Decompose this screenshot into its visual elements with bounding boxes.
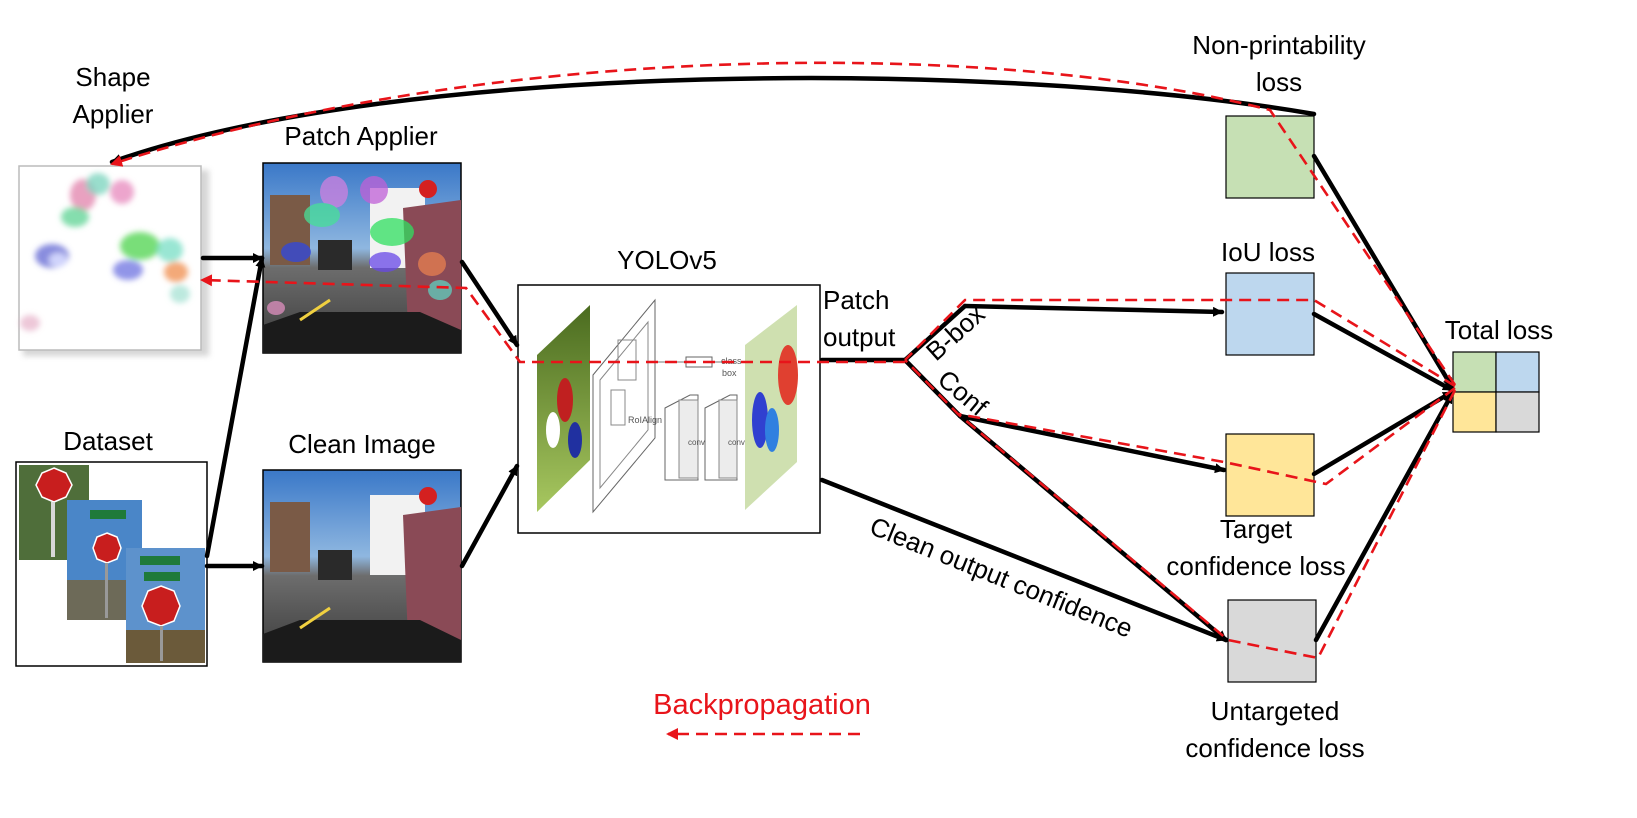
box-label: box (722, 368, 737, 378)
untargeted-confidence-loss-box (1227, 599, 1317, 683)
clean-image (262, 469, 462, 663)
target-confidence-label-1: Target (1220, 514, 1293, 544)
total-loss-box (1452, 351, 1540, 433)
yolov5-model-box: class box RoIAlign conv conv (517, 284, 821, 534)
backprop-arrows (110, 61, 1457, 740)
patch-applier-image (262, 162, 462, 354)
dataset-label: Dataset (63, 426, 153, 456)
non-printability-loss-box (1225, 115, 1315, 199)
non-printability-label-2: loss (1256, 67, 1302, 97)
yolov5-label: YOLOv5 (617, 245, 717, 275)
untargeted-confidence-label-2: confidence loss (1185, 733, 1364, 763)
total-loss-label: Total loss (1445, 315, 1553, 345)
patch-output-label-1: Patch (823, 285, 890, 315)
conf-label: Conf (932, 364, 994, 423)
shape-applier-label-1: Shape (75, 62, 150, 92)
target-confidence-label-2: confidence loss (1166, 551, 1345, 581)
iou-loss-box (1225, 272, 1315, 356)
bbox-label: B-box (920, 299, 991, 367)
backpropagation-legend-label: Backpropagation (653, 689, 871, 721)
patch-applier-label: Patch Applier (284, 121, 438, 151)
target-confidence-loss-box (1225, 433, 1315, 517)
roi-align-label: RoIAlign (628, 415, 662, 425)
untargeted-confidence-label-1: Untargeted (1211, 696, 1340, 726)
iou-loss-label: IoU loss (1221, 237, 1315, 267)
dataset-images (15, 461, 208, 667)
clean-image-label: Clean Image (288, 429, 435, 459)
conv-label-2: conv (728, 438, 745, 447)
conv-label-1: conv (688, 438, 705, 447)
forward-arrows (109, 75, 1455, 643)
non-printability-label-1: Non-printability (1192, 30, 1365, 60)
shape-applier-label-2: Applier (73, 99, 154, 129)
shape-applier-image (18, 165, 209, 356)
patch-output-label-2: output (823, 322, 896, 352)
